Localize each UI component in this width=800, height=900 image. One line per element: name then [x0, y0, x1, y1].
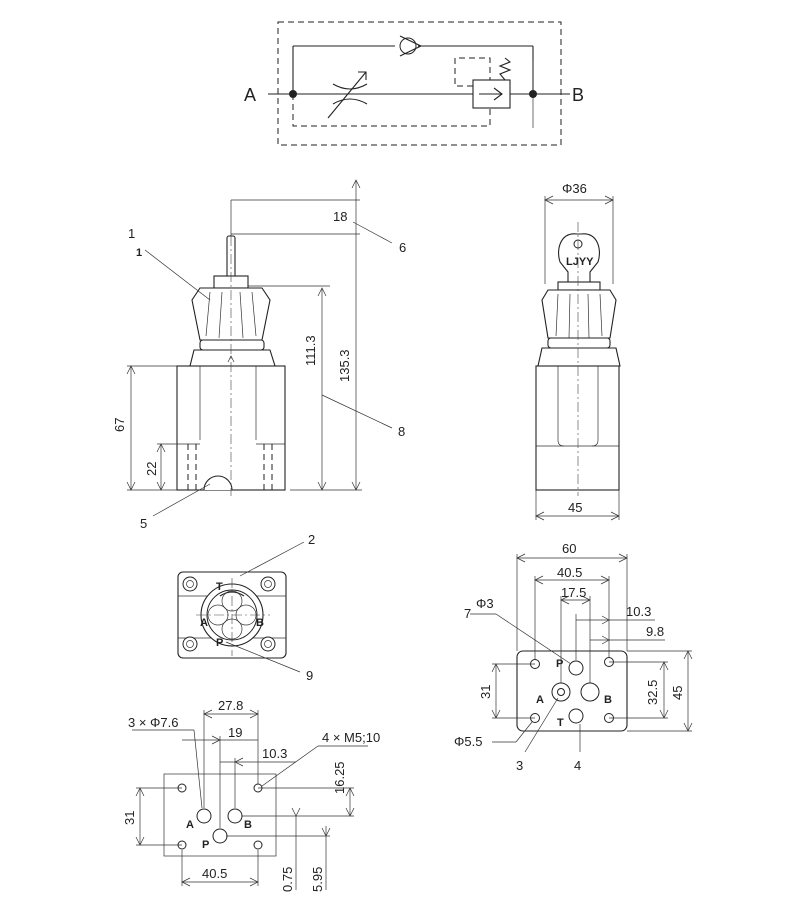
- mount-label-b: B: [244, 819, 252, 831]
- dim-111-3: 111.3: [303, 335, 318, 366]
- face-dim-9-8: 9.8: [646, 624, 664, 639]
- balloon-9: 9: [306, 668, 313, 683]
- face-dim-60: 60: [562, 541, 576, 556]
- mount-label-a: A: [186, 819, 194, 831]
- mount-dim-5-95: 5.95: [310, 867, 325, 892]
- key-label: LJYY: [566, 256, 594, 268]
- mount-dim-0-75: 0.75: [280, 867, 295, 892]
- face-label-p: P: [556, 658, 563, 670]
- dim-135-3: 135.3: [337, 349, 352, 382]
- face-dim-phi5-5: Φ5.5: [454, 734, 482, 749]
- mount-dim-16-25: 16.25: [332, 761, 347, 794]
- face-dim-31: 31: [478, 685, 493, 699]
- face-dim-17-5: 17.5: [561, 585, 586, 600]
- face-dim-phi3: Φ3: [476, 596, 494, 611]
- balloon-6: 6: [399, 240, 406, 255]
- face-port-t: [568, 708, 584, 724]
- face-dim-10-3: 10.3: [626, 604, 651, 619]
- mount-port-p: [212, 828, 228, 844]
- face-dim-40-5: 40.5: [557, 565, 582, 580]
- top-view: T A B P 2 9: [177, 532, 315, 683]
- hydraulic-symbol: A B: [244, 21, 584, 146]
- balloon-5: 5: [140, 516, 147, 531]
- port-face-view: P A B T 60 40.5 17.5 10.3 9.8 31: [454, 541, 693, 773]
- dim-22: 22: [144, 462, 159, 476]
- face-port-b: [580, 682, 600, 702]
- balloon-3: 3: [516, 758, 523, 773]
- dim-phi36: Φ36: [562, 181, 587, 196]
- top-port-t: T: [216, 581, 223, 593]
- side-view: 67 22 111.3 135.3 18 6 8 1 1 5: [112, 179, 406, 531]
- mount-dim-27-8: 27.8: [218, 698, 243, 713]
- dim-67: 67: [112, 418, 127, 432]
- mounting-pattern: A B P 27.8 19 10.3 3 × Φ7.6 4 × M5;10 31: [122, 698, 380, 892]
- right-knob: [541, 289, 617, 339]
- mount-dim-10-3: 10.3: [262, 746, 287, 761]
- top-port-b: B: [256, 617, 264, 629]
- mount-dim-4xm5: 4 × M5;10: [322, 730, 380, 745]
- mount-dim-40-5: 40.5: [202, 866, 227, 881]
- right-body: [535, 365, 620, 491]
- throttle-symbol: [332, 83, 368, 90]
- face-label-a: A: [536, 694, 544, 706]
- node-a: [289, 90, 297, 98]
- face-label-b: B: [604, 694, 612, 706]
- face-dim-32-5: 32.5: [645, 680, 660, 705]
- face-label-t: T: [557, 717, 564, 729]
- balloon-4: 4: [574, 758, 581, 773]
- balloon-8: 8: [398, 424, 405, 439]
- balloon-2: 2: [308, 532, 315, 547]
- symbol-port-a: A: [244, 85, 256, 105]
- face-dim-45: 45: [670, 686, 685, 700]
- dim-18: 18: [333, 209, 347, 224]
- mount-port-b: [227, 808, 243, 824]
- mount-label-p: P: [202, 839, 209, 851]
- right-view: Φ36 LJYY 45: [535, 181, 621, 521]
- mount-port-a: [196, 808, 212, 824]
- top-port-p: P: [216, 637, 223, 649]
- symbol-port-b: B: [572, 85, 584, 105]
- port-face-plate: [516, 650, 628, 732]
- right-dim-45: 45: [568, 500, 582, 515]
- balloon-1-bold: 1: [136, 247, 142, 259]
- node-b: [529, 90, 537, 98]
- face-port-p: [568, 660, 584, 676]
- symbol-envelope: [277, 21, 562, 146]
- mount-dim-31: 31: [122, 811, 137, 825]
- top-port-a: A: [200, 617, 208, 629]
- mount-dim-19: 19: [228, 725, 242, 740]
- mount-dim-3xphi7-6: 3 × Φ7.6: [128, 715, 179, 730]
- balloon-1: 1: [128, 226, 135, 241]
- balloon-7: 7: [464, 606, 471, 621]
